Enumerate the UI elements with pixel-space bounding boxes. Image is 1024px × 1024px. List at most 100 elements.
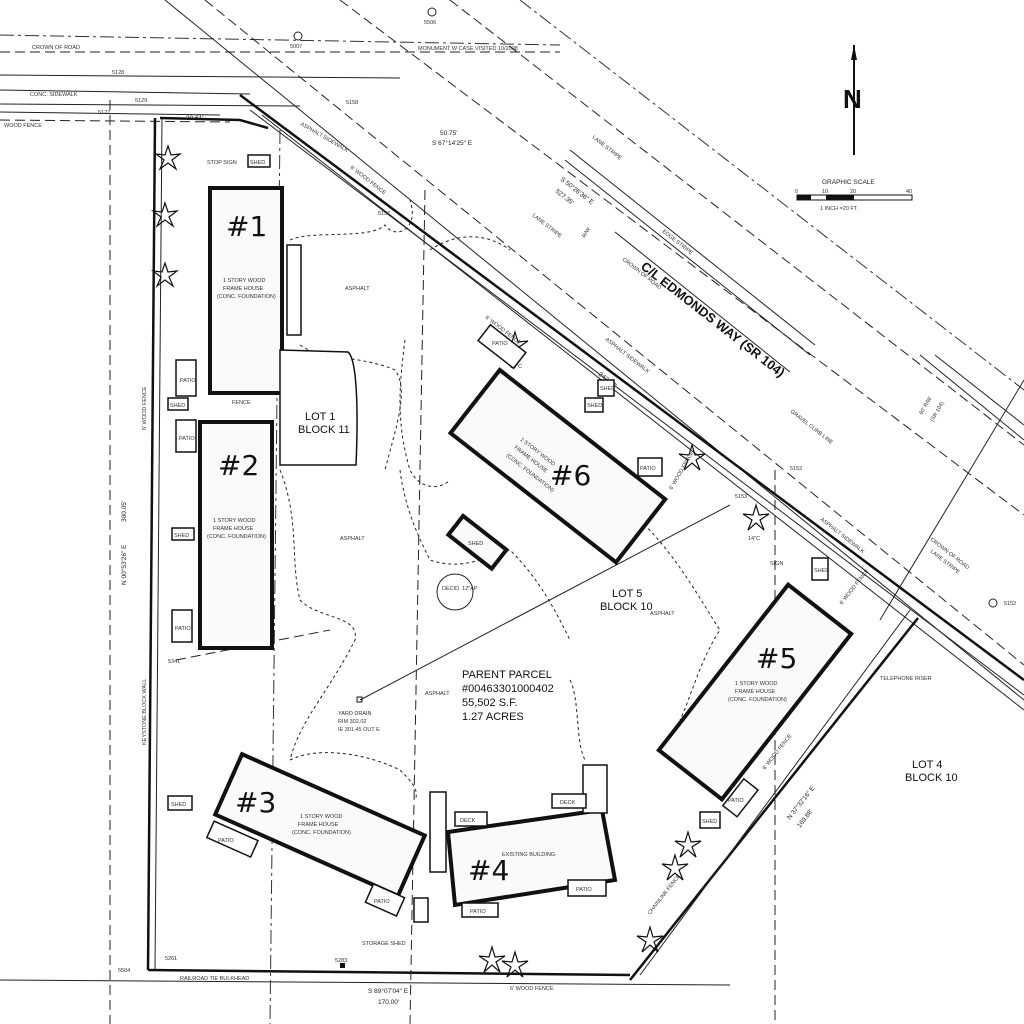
shed-label-2: SHED	[174, 533, 189, 539]
lot-4-label: LOT 4	[912, 759, 942, 771]
building-1: #1 1 STORY WOOD FRAME HOUSE (CONC. FOUND…	[208, 186, 302, 395]
scale-tick-0: 0	[795, 189, 798, 195]
building-2-number: #2	[218, 449, 259, 482]
shed-label-mid: SHED	[468, 541, 483, 547]
building-2-desc-1: 1 STORY WOOD	[213, 518, 256, 524]
deck-label-2: DECK	[560, 800, 576, 806]
building-4: DECK DECK PATIO PATIO #4 EXISTING BUILDI…	[429, 764, 618, 918]
patio-label-6: PATIO	[492, 341, 508, 347]
tree-icon	[150, 261, 180, 288]
building-5-number: #5	[756, 642, 797, 675]
patio-label-4a: PATIO	[576, 887, 592, 893]
point-5157: 5157	[378, 211, 390, 217]
tree-icon	[153, 144, 183, 171]
patio-label-1: PATIO	[180, 378, 196, 384]
conc-sidewalk-label: CONC. SIDEWALK	[30, 92, 78, 98]
point-5341: 5341	[168, 659, 180, 665]
shed-label-top: SHED	[250, 160, 265, 166]
top-short-bearing: S 67°14'25" E	[432, 139, 473, 147]
stop-sign-label: STOP SIGN	[207, 160, 237, 166]
parent-parcel-title: PARENT PARCEL	[462, 669, 552, 681]
point-5283: 5283	[335, 958, 347, 964]
tree-icon	[674, 829, 702, 858]
patio-label-6b: PATIO	[640, 466, 656, 472]
building-3-desc-3: (CONC. FOUNDATION)	[292, 830, 351, 836]
shed-label-6a: SHED	[600, 386, 615, 392]
shed-label-5a: SHED	[814, 568, 829, 574]
south-line-bearing: S 89°07'04" E	[368, 987, 409, 995]
building-6: #6 1 STORY WOOD FRAME HOUSE (CONC. FOUND…	[447, 315, 696, 566]
lot-5-label-group: LOT 5 BLOCK 10	[600, 588, 653, 613]
building-1-number: #1	[226, 210, 267, 243]
patio-label-3c: PATIO	[374, 899, 390, 905]
graphic-scale: GRAPHIC SCALE 0 10 20 40 1 INCH =20 FT.	[795, 179, 913, 212]
point-5007: 5007	[290, 44, 302, 50]
fence-label: FENCE	[232, 400, 251, 406]
building-1-desc-1: 1 STORY WOOD	[223, 278, 266, 284]
building-2-desc-2: FRAME HOUSE	[213, 526, 254, 532]
row-ch-label: (SR 104)	[930, 401, 946, 423]
tree-icon	[478, 944, 506, 973]
asphalt-label-1: ASPHALT	[345, 286, 370, 292]
point-5203: 5152	[1004, 601, 1016, 607]
top-short-distance: 50.75'	[440, 130, 458, 137]
building-5-desc-3: (CONC. FOUNDATION)	[728, 697, 787, 703]
point-5261: 5261	[165, 956, 177, 962]
yard-drain-ie: IE 301.45 OUT E	[338, 727, 380, 733]
patio-label-3b: PATIO	[218, 838, 234, 844]
wood-fence-south-label: 6' WOOD FENCE	[510, 986, 554, 992]
patio-label-4b: PATIO	[470, 909, 486, 915]
monument-label: MONUMENT W CASE VISITED 10/2008	[418, 46, 518, 52]
parent-parcel-number: #00463301000402	[462, 683, 554, 695]
shed-label-3: SHED	[171, 802, 186, 808]
middle-shed: SHED	[445, 513, 510, 572]
shed-label-6b: SHED	[587, 403, 602, 409]
wood-fence-top-label: WOOD FENCE	[4, 123, 42, 129]
asphalt-label-3: ASPHALT	[425, 691, 450, 697]
north-road-lines: CROWN OF ROAD CONC. SIDEWALK WOOD FENCE …	[0, 7, 561, 217]
yard-drain-rim: RIM 302.02	[338, 719, 366, 725]
storage-shed-label: STORAGE SHED	[362, 941, 406, 947]
tree-16c-label: 16"C	[510, 364, 522, 370]
row-60-label: 60' R/W	[919, 396, 934, 416]
building-5-desc-1: 1 STORY WOOD	[735, 681, 778, 687]
south-line-distance: 170.00'	[378, 999, 399, 1006]
parent-parcel-acres: 1.27 ACRES	[462, 711, 524, 723]
patio-label-3: PATIO	[175, 626, 191, 632]
asphalt-sidewalk-east: ASPHALT SIDEWALK	[819, 517, 866, 555]
telephone-riser-label: TELEPHONE RISER	[880, 676, 932, 682]
parent-parcel-area: 55,502 S.F.	[462, 697, 518, 709]
wood-fence-west-label: 6' WOOD FENCE	[142, 386, 148, 430]
shed-label-5b: SHED	[702, 819, 717, 825]
shed-label-1: SHED	[170, 403, 185, 409]
tree-icon	[678, 442, 706, 471]
asphalt-areas: ASPHALT ASPHALT ASPHALT ASPHALT YARD DRA…	[175, 199, 731, 801]
deck-label-1: DECK	[460, 818, 476, 824]
building-3-number: #3	[235, 786, 276, 819]
building-3: #3 1 STORY WOOD FRAME HOUSE (CONC. FOUND…	[167, 751, 429, 947]
building-3-desc-1: 1 STORY WOOD	[300, 814, 343, 820]
point-5127: 5127	[98, 110, 110, 116]
tree-icon	[661, 852, 689, 881]
building-2-desc-3: (CONC. FOUNDATION)	[207, 534, 266, 540]
patio-label-2: PATIO	[179, 436, 195, 442]
building-2: #2 1 STORY WOOD FRAME HOUSE (CONC. FOUND…	[167, 154, 274, 650]
building-4-desc: EXISTING BUILDING	[502, 852, 555, 858]
gravel-curb-line-label: GRAVEL CURB LINE	[789, 409, 834, 446]
tree-icon	[742, 502, 770, 531]
point-5158: 5158	[346, 100, 358, 106]
keystone-wall-label: KEYSTONE BLOCK WALL	[142, 679, 148, 745]
asphalt-label-4: ASPHALT	[650, 611, 675, 617]
yard-drain-label: YARD DRAIN	[338, 711, 372, 717]
row-label: R/W	[582, 226, 593, 239]
patio-label-5: PATIO	[728, 798, 744, 804]
block-11-label: BLOCK 11	[298, 424, 350, 436]
tree-14c-label: 14"C	[748, 536, 760, 542]
scale-tick-20: 20	[850, 189, 856, 195]
lot-4-block-label: BLOCK 10	[905, 772, 958, 784]
asphalt-label-2: ASPHALT	[340, 536, 365, 542]
point-5153: 5153	[735, 494, 747, 500]
lot-5-label: LOT 5	[612, 588, 642, 600]
lot-1-label: LOT 1	[305, 411, 335, 423]
lot-4-label-group: LOT 4 BLOCK 10	[905, 759, 958, 784]
